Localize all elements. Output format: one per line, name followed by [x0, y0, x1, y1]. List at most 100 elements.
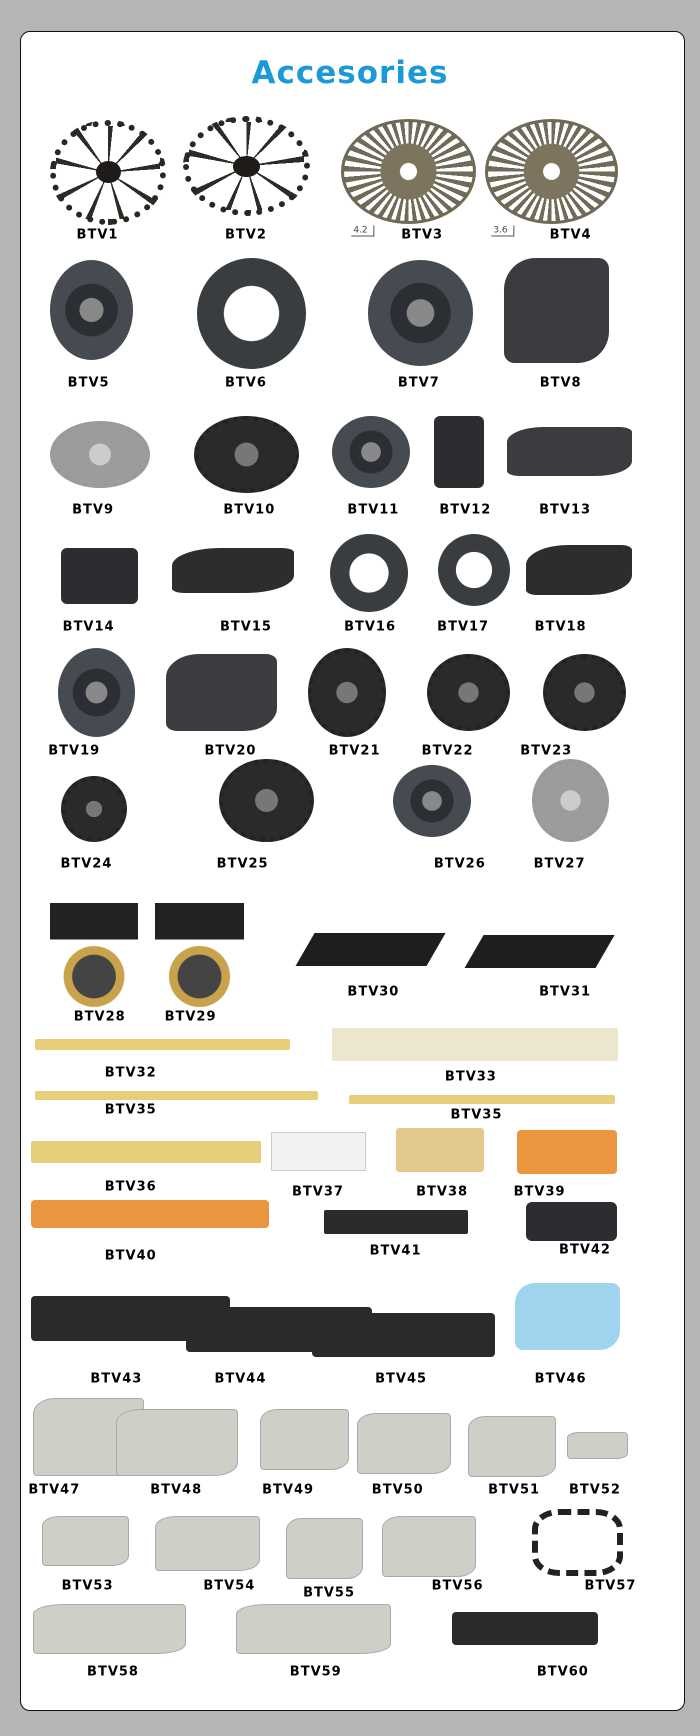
part-label: BTV5 — [67, 375, 110, 391]
part-label: BTV1 — [76, 227, 119, 243]
part-label: BTV53 — [61, 1578, 114, 1594]
part-label: BTV56 — [431, 1578, 484, 1594]
blue-housing-icon — [515, 1283, 621, 1350]
part-label: BTV9 — [72, 502, 115, 518]
part-label: BTV43 — [90, 1371, 143, 1387]
handle-clamp-icon — [155, 903, 244, 1009]
part-label: BTV44 — [214, 1371, 267, 1387]
part-label: BTV40 — [104, 1248, 157, 1264]
part-label: BTV24 — [60, 856, 113, 872]
part-label: BTV52 — [569, 1482, 621, 1498]
part-label: BTV50 — [371, 1482, 424, 1498]
strip-icon — [31, 1199, 270, 1228]
part-label: BTV8 — [539, 375, 582, 391]
pulley-icon — [49, 260, 133, 361]
part-label: BTV21 — [328, 743, 381, 759]
part-label: BTV35 — [450, 1107, 503, 1123]
pulley-icon — [367, 260, 474, 366]
bracket-icon — [507, 426, 632, 477]
gear-icon — [308, 648, 386, 737]
part-label: BTV51 — [488, 1482, 541, 1498]
part-label: BTV33 — [444, 1069, 497, 1085]
lever-icon — [526, 545, 632, 595]
hub-pulley-icon — [57, 648, 136, 737]
gear-icon — [219, 758, 314, 843]
blade-icon — [295, 932, 446, 967]
bracket-icon — [504, 258, 610, 364]
part-label: BTV25 — [216, 856, 269, 872]
gear-icon — [531, 758, 610, 843]
part-label: BTV45 — [375, 1371, 428, 1387]
bracket-icon — [285, 1517, 364, 1579]
part-label: BTV22 — [421, 743, 474, 759]
gear-icon — [49, 421, 150, 488]
part-label: BTV30 — [347, 984, 400, 1000]
gear-icon — [60, 775, 128, 843]
part-label: BTV58 — [87, 1664, 139, 1680]
part-label: BTV60 — [536, 1664, 589, 1680]
ring-icon — [437, 534, 510, 607]
part-label: BTV36 — [104, 1179, 157, 1195]
part-label: BTV49 — [262, 1482, 315, 1498]
part-label: BTV39 — [513, 1184, 566, 1200]
part-label: BTV27 — [533, 856, 586, 872]
strip-icon — [35, 1091, 318, 1101]
pulley-icon — [393, 764, 471, 837]
bracket-icon — [467, 1416, 557, 1477]
part-label: BTV47 — [28, 1482, 81, 1498]
part-label: BTV48 — [150, 1482, 203, 1498]
block-icon — [271, 1132, 366, 1172]
chain-icon — [531, 1509, 623, 1576]
strip-icon — [349, 1094, 615, 1104]
ring-pulley-icon — [197, 258, 306, 369]
part-label: BTV10 — [223, 502, 276, 518]
part-label: BTV7 — [397, 375, 440, 391]
lever-icon — [166, 653, 277, 732]
dimension-label: 3.6 — [491, 225, 515, 237]
part-label: BTV13 — [539, 502, 592, 518]
bracket-icon — [116, 1409, 239, 1476]
block-icon — [434, 415, 485, 488]
part-label: BTV59 — [289, 1664, 342, 1680]
part-label: BTV15 — [220, 619, 272, 635]
spoked-disc-icon — [341, 118, 477, 224]
part-label: BTV31 — [539, 984, 592, 1000]
spoked-disc-icon — [485, 118, 619, 224]
sprocket-wheel-icon — [49, 119, 167, 225]
part-label: BTV54 — [203, 1578, 256, 1594]
bracket-icon — [356, 1412, 451, 1474]
part-label: BTV32 — [104, 1065, 157, 1081]
bracket-icon — [33, 1604, 187, 1655]
bracket-icon — [382, 1515, 477, 1577]
part-label: BTV42 — [559, 1242, 611, 1258]
part-label: BTV37 — [292, 1184, 344, 1200]
bracket-icon — [155, 1515, 261, 1572]
part-label: BTV57 — [584, 1578, 637, 1594]
gear-icon — [426, 653, 510, 732]
dimension-label: 4.2 — [351, 225, 375, 237]
blade-icon — [464, 935, 615, 969]
bracket-icon — [42, 1515, 129, 1566]
part-label: BTV46 — [534, 1371, 587, 1387]
pulley-icon — [332, 415, 410, 488]
part-label: BTV26 — [433, 856, 486, 872]
rod-lever-icon — [312, 1312, 496, 1358]
curved-guide-icon — [60, 548, 139, 604]
part-label: BTV38 — [416, 1184, 469, 1200]
part-label: BTV29 — [164, 1009, 217, 1025]
part-label: BTV16 — [344, 619, 397, 635]
part-label: BTV2 — [225, 227, 267, 243]
part-label: BTV17 — [437, 619, 490, 635]
sprocket-wheel-icon — [182, 116, 311, 217]
plate-icon — [526, 1202, 618, 1241]
part-label: BTV6 — [225, 375, 267, 391]
gear-icon — [193, 415, 300, 494]
part-label: BTV35 — [104, 1102, 157, 1118]
cage-ring-icon — [330, 534, 408, 612]
part-label: BTV12 — [439, 502, 492, 518]
bracket-icon — [236, 1604, 392, 1655]
shaft-icon — [452, 1612, 599, 1646]
strip-icon — [31, 1141, 262, 1164]
bracket-icon — [260, 1409, 349, 1471]
part-label: BTV18 — [534, 619, 587, 635]
